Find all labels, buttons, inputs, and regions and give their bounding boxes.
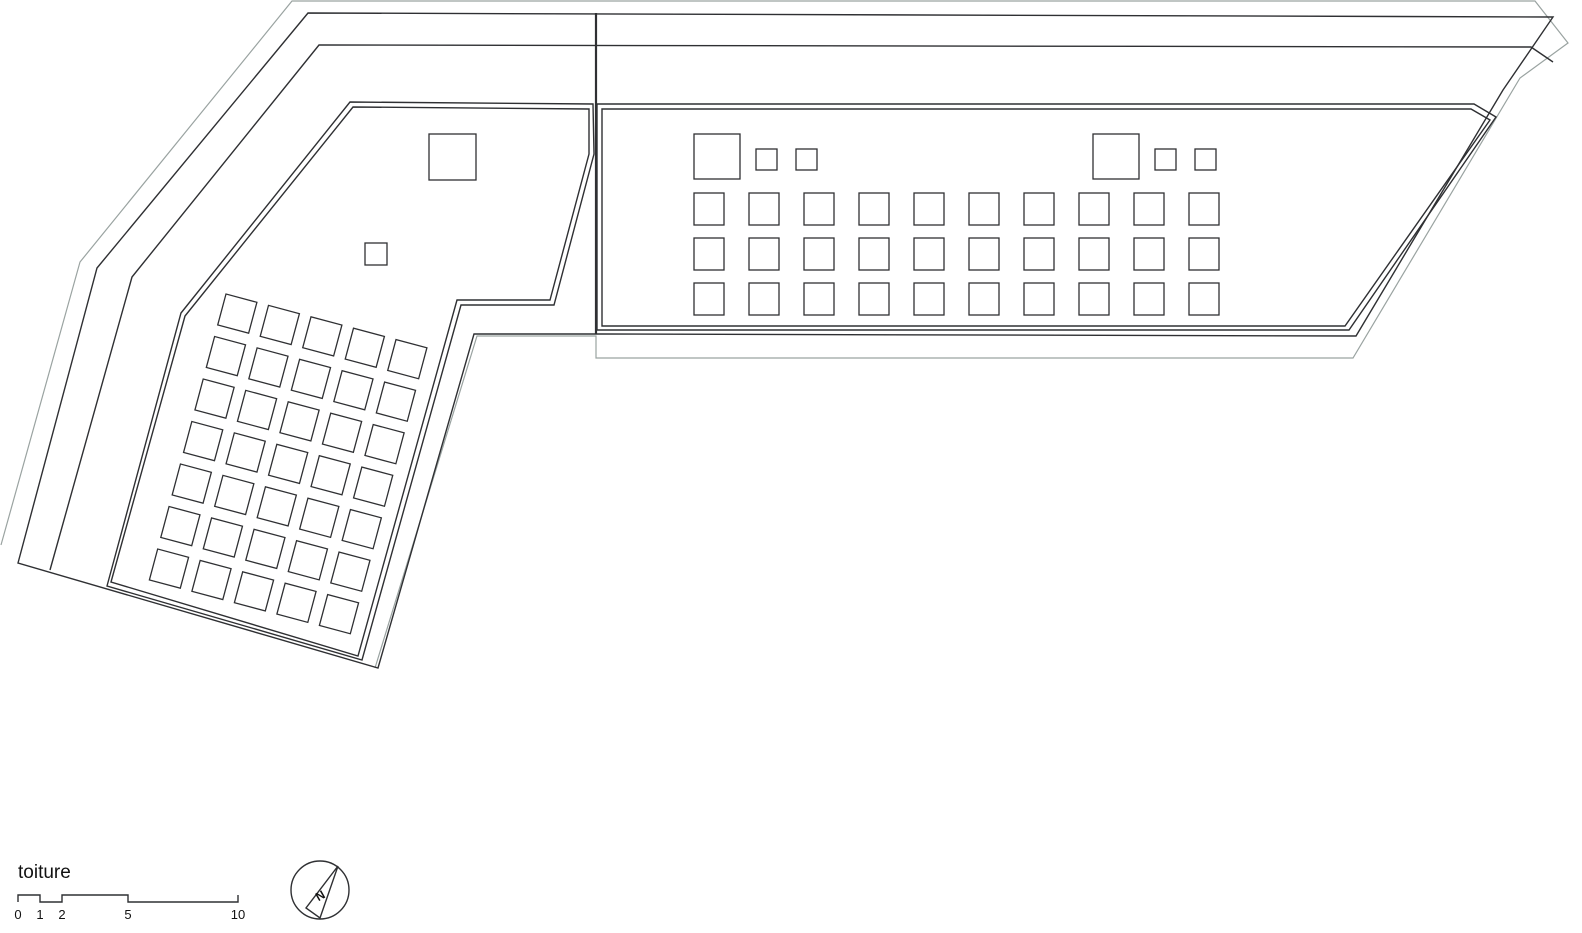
roof-module bbox=[244, 528, 286, 570]
roof-module bbox=[1188, 282, 1220, 316]
roof-module bbox=[233, 570, 275, 612]
roof-module bbox=[148, 548, 190, 589]
roof-module bbox=[276, 582, 317, 624]
roof-module bbox=[159, 505, 201, 547]
roof-module bbox=[236, 389, 278, 431]
roof-module bbox=[267, 443, 309, 485]
roof-module bbox=[1023, 237, 1055, 271]
roof-module bbox=[748, 192, 780, 226]
roof-module bbox=[858, 237, 890, 271]
left-wing-terrace-outer bbox=[106, 101, 595, 661]
roof-module bbox=[1078, 237, 1110, 271]
roof-module bbox=[913, 237, 945, 271]
right-wing-module-grid bbox=[693, 192, 1220, 316]
right-wing-terrace-outer bbox=[596, 103, 1498, 331]
roof-module bbox=[1023, 192, 1055, 226]
roof-module bbox=[968, 282, 1000, 316]
right-wing-terrace-inner bbox=[601, 108, 1492, 327]
scale-bar-tick-label: 2 bbox=[58, 907, 65, 922]
skylight-small bbox=[364, 242, 388, 266]
roof-module bbox=[748, 237, 780, 271]
skylight-small bbox=[795, 148, 818, 171]
roof-module bbox=[191, 559, 232, 601]
roof-module bbox=[171, 463, 213, 504]
roof-module bbox=[279, 400, 320, 442]
skylight-large bbox=[428, 133, 477, 181]
roof-module bbox=[693, 282, 725, 316]
parapet-line bbox=[49, 44, 1554, 571]
north-arrow: N bbox=[290, 860, 350, 920]
left-wing-terrace-inner bbox=[110, 106, 590, 657]
scale-bar-tick-label: 5 bbox=[124, 907, 131, 922]
roof-module bbox=[375, 381, 417, 423]
roof-module bbox=[318, 593, 360, 635]
skylight-small bbox=[1194, 148, 1217, 171]
roof-module bbox=[321, 412, 363, 454]
roof-module bbox=[202, 517, 244, 558]
roof-module bbox=[913, 192, 945, 226]
roof-module bbox=[205, 335, 247, 377]
scale-bar-tick-label: 0 bbox=[14, 907, 21, 922]
roof-module bbox=[968, 192, 1000, 226]
roof-module bbox=[858, 192, 890, 226]
roof-module bbox=[803, 192, 835, 226]
roof-module bbox=[968, 237, 1000, 271]
roof-module bbox=[216, 293, 258, 334]
roof-module bbox=[256, 485, 298, 527]
roof-module bbox=[213, 474, 255, 516]
right-wing-skylights bbox=[693, 133, 1217, 180]
roof-module bbox=[248, 347, 289, 388]
roof-module bbox=[194, 378, 235, 419]
roof-module bbox=[329, 551, 371, 593]
roof-module bbox=[386, 338, 428, 380]
roof-module bbox=[364, 423, 405, 465]
roof-module bbox=[858, 282, 890, 316]
roof-module bbox=[1133, 192, 1165, 226]
roof-module bbox=[803, 282, 835, 316]
scale-bar-tick-label: 1 bbox=[36, 907, 43, 922]
skylight-small bbox=[755, 148, 778, 171]
roof-module bbox=[1078, 282, 1110, 316]
left-wing-module-grid bbox=[148, 293, 428, 635]
skylight-large bbox=[1092, 133, 1140, 180]
roof-module bbox=[913, 282, 945, 316]
roof-module bbox=[344, 327, 386, 369]
skylight-large bbox=[693, 133, 741, 180]
roof-module bbox=[290, 358, 332, 400]
roof-module bbox=[803, 237, 835, 271]
roof-outer-edge bbox=[0, 0, 1569, 669]
north-arrow-circle bbox=[290, 860, 350, 920]
roof-module bbox=[310, 454, 352, 496]
roof-module bbox=[182, 420, 224, 462]
roof-module bbox=[333, 369, 374, 411]
roof-module bbox=[1023, 282, 1055, 316]
roof-module bbox=[352, 466, 394, 508]
roof-module bbox=[693, 237, 725, 271]
roof-module bbox=[1078, 192, 1110, 226]
roof-module bbox=[301, 315, 343, 357]
roof-module bbox=[225, 432, 267, 473]
north-arrow-triangle bbox=[305, 865, 339, 920]
roof-module bbox=[259, 304, 301, 346]
roof-module bbox=[1188, 237, 1220, 271]
building-outline bbox=[17, 12, 1555, 669]
roof-module bbox=[1188, 192, 1220, 226]
scale-bar-line bbox=[17, 894, 239, 903]
drawing-title: toiture bbox=[18, 862, 71, 883]
roof-module bbox=[341, 508, 383, 550]
roof-module bbox=[287, 539, 329, 581]
scale-bar-tick-label: 10 bbox=[231, 907, 245, 922]
roof-module bbox=[298, 497, 340, 539]
roof-module bbox=[748, 282, 780, 316]
left-wing-skylights bbox=[364, 133, 477, 266]
roof-module bbox=[1133, 282, 1165, 316]
skylight-small bbox=[1154, 148, 1177, 171]
roof-module bbox=[1133, 237, 1165, 271]
roof-module bbox=[693, 192, 725, 226]
